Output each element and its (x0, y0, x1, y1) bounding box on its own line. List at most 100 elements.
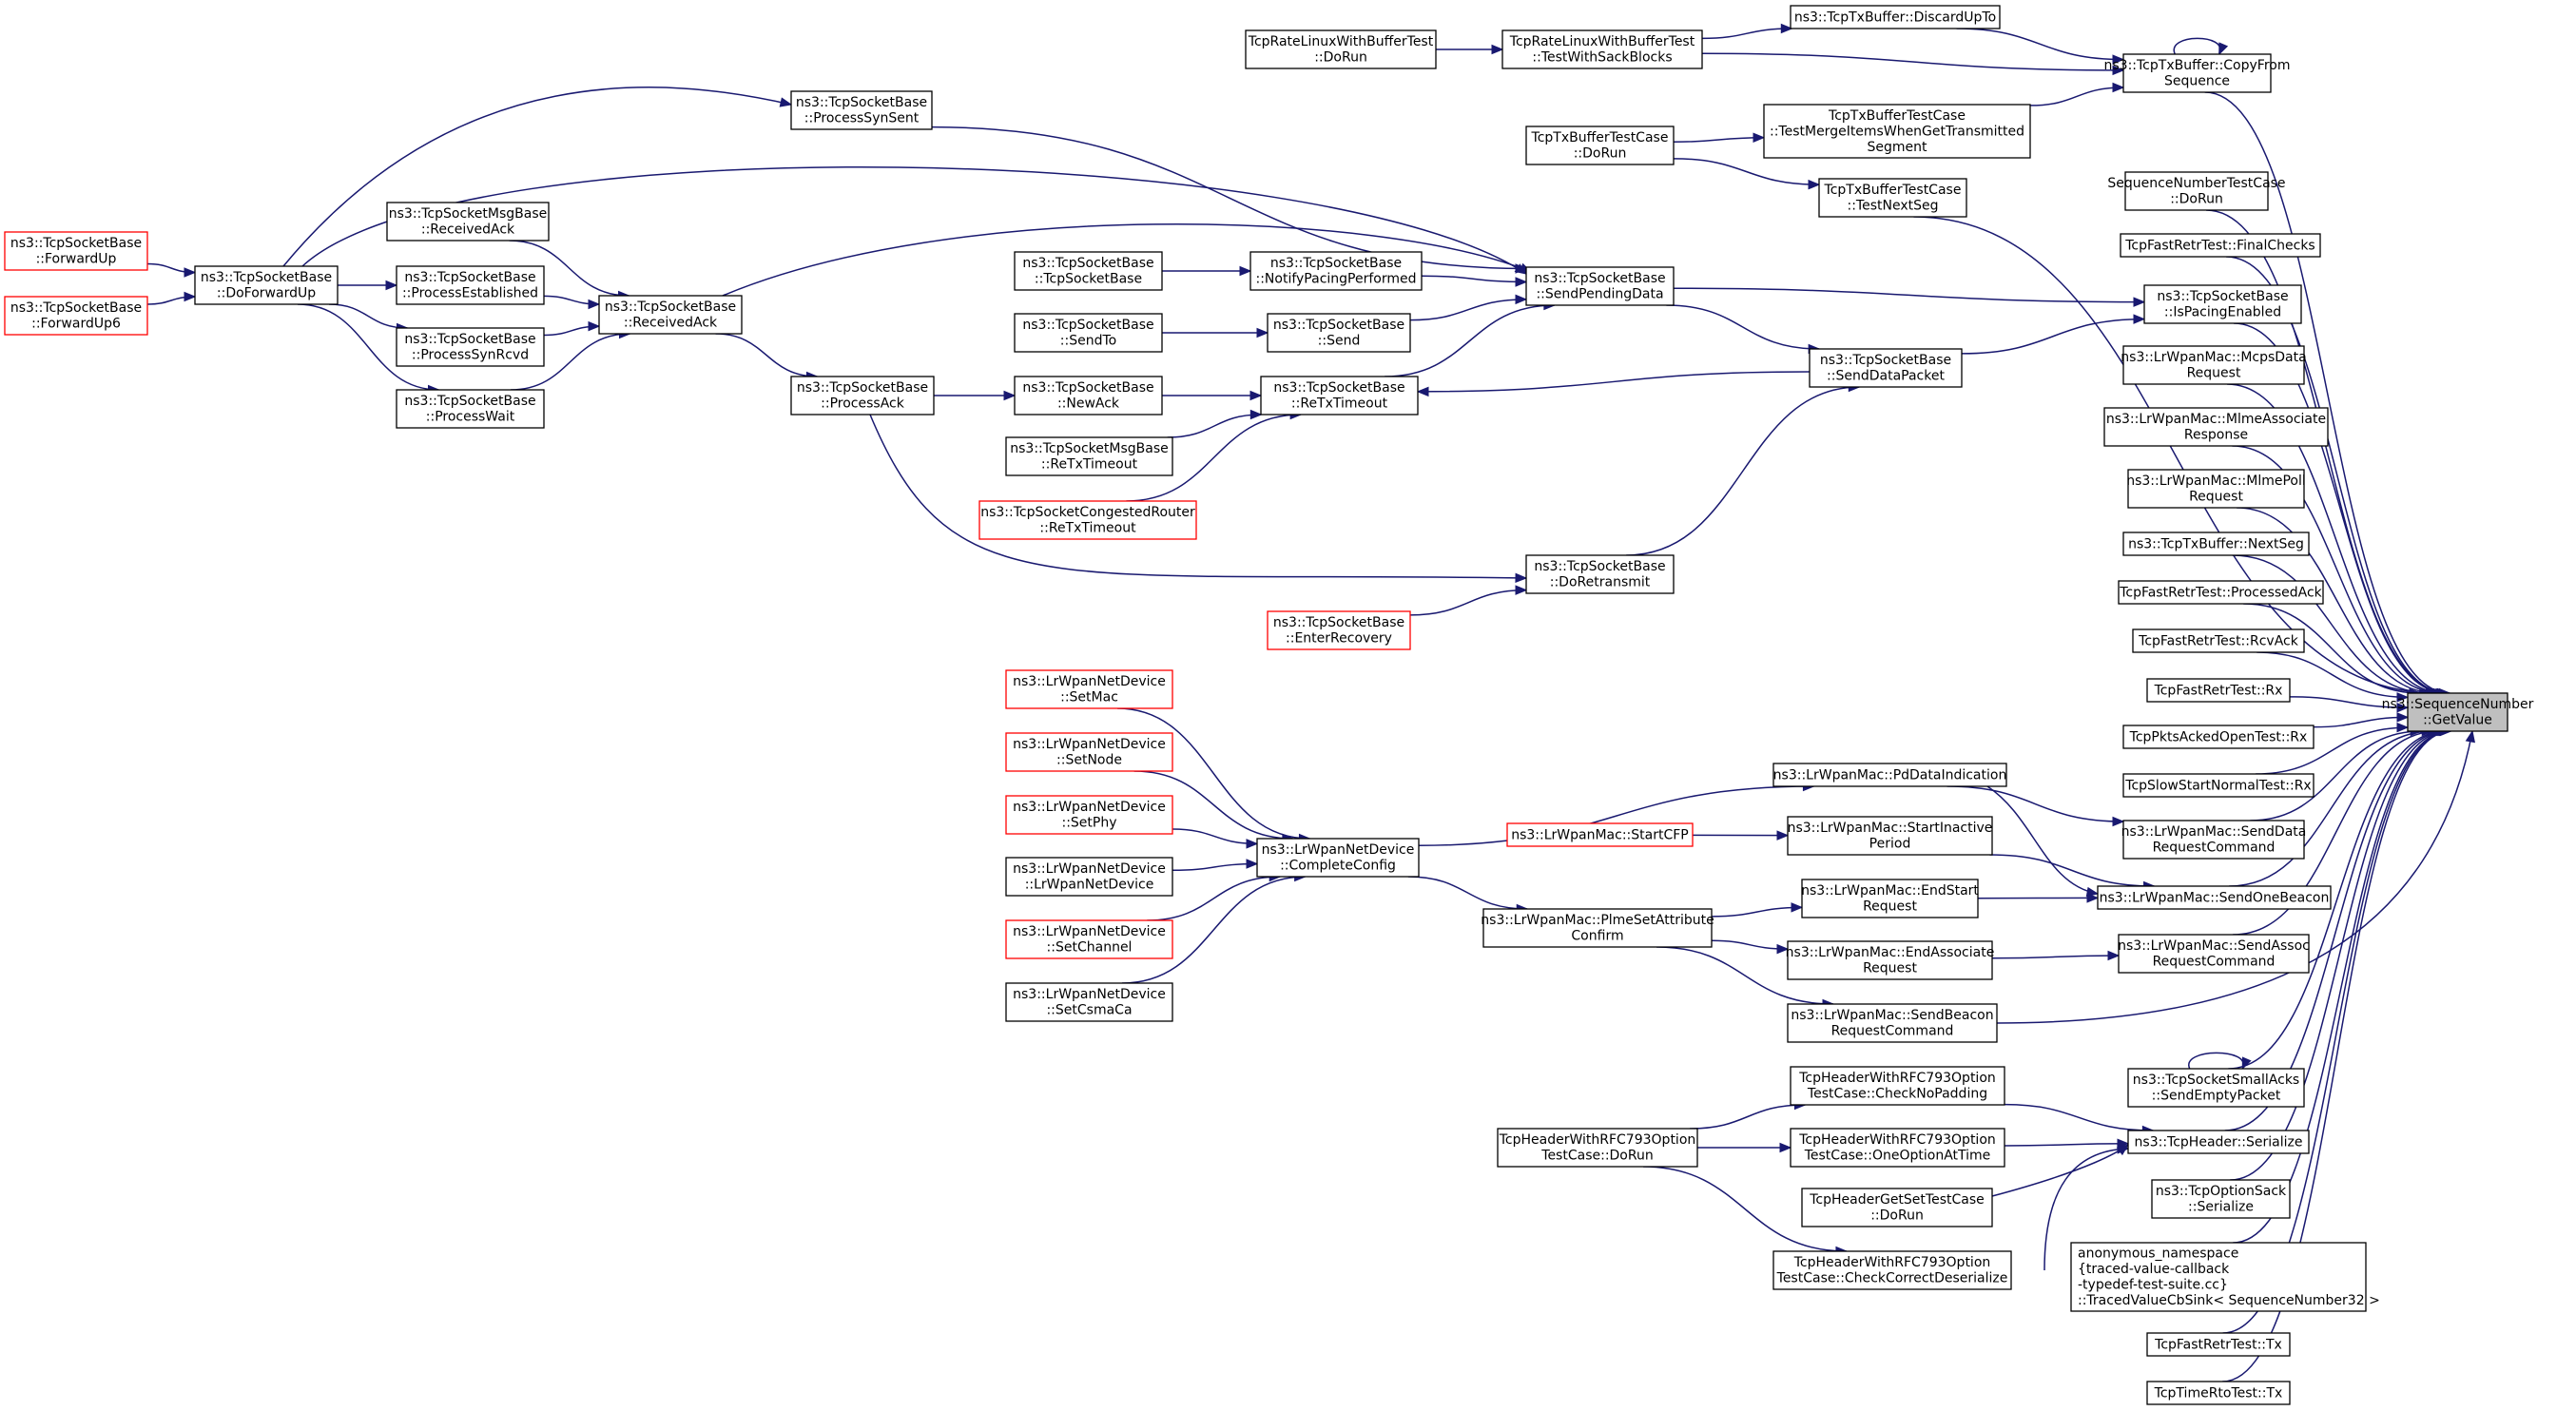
node-box (4, 231, 148, 271)
node-label-line: ::SendTo (1060, 334, 1116, 349)
node-seqnum_dorun[interactable]: SequenceNumberTestCase::DoRun (2107, 171, 2286, 211)
node-sendto[interactable]: ns3::TcpSocketBase::SendTo (1014, 313, 1163, 353)
node-processwait[interactable]: ns3::TcpSocketBase::ProcessWait (396, 389, 545, 429)
node-box (1014, 376, 1163, 416)
node-tcpoptsack_serialize[interactable]: ns3::TcpOptionSack::Serialize (2151, 1179, 2291, 1219)
node-setnode[interactable]: ns3::LrWpanNetDevice::SetNode (1005, 732, 1173, 772)
node-label-line: ns3::LrWpanMac::MlmePoll (2126, 474, 2306, 489)
node-timerto_tx[interactable]: TcpTimeRtoTest::Tx (2146, 1381, 2291, 1405)
edge-senddatapacket-to-ispacing (1961, 314, 2146, 355)
node-tcpheader_serialize[interactable]: ns3::TcpHeader::Serialize (2127, 1130, 2310, 1154)
node-headergetset_dorun[interactable]: TcpHeaderGetSetTestCase::DoRun (1801, 1188, 1993, 1227)
edge-seqnum_dorun-to-getvalue (2206, 209, 2450, 699)
node-sendemptypkt[interactable]: ns3::TcpSocketSmallAcks::SendEmptyPacket (2127, 1068, 2305, 1108)
node-getvalue[interactable]: ns3::SequenceNumber::GetValue (2382, 692, 2534, 732)
node-fastretr_tx[interactable]: TcpFastRetrTest::Tx (2146, 1332, 2291, 1357)
node-slowstart_rx[interactable]: TcpSlowStartNormalTest::Rx (2122, 773, 2315, 798)
node-setchannel[interactable]: ns3::LrWpanNetDevice::SetChannel (1005, 919, 1173, 959)
node-sendpendingdata[interactable]: ns3::TcpSocketBase::SendPendingData (1525, 266, 1675, 306)
node-congested_retx[interactable]: ns3::TcpSocketCongestedRouter::ReTxTimeo… (978, 500, 1197, 540)
node-msgbase_retx[interactable]: ns3::TcpSocketMsgBase::ReTxTimeout (1005, 436, 1173, 476)
edge-txb_dorun-to-txb_testnextseg (1673, 158, 1821, 190)
node-label-line: TcpHeaderWithRFC793Option (1798, 1132, 1996, 1148)
node-label-line: ns3::LrWpanMac::SendOneBeacon (2100, 890, 2330, 905)
node-receivedack[interactable]: ns3::TcpSocketBase::ReceivedAck (598, 295, 743, 335)
node-oneoptionattime[interactable]: TcpHeaderWithRFC793OptionTestCase::OneOp… (1790, 1128, 2005, 1168)
node-box (1267, 313, 1411, 353)
node-fastretr_processedack[interactable]: TcpFastRetrTest::ProcessedAck (2118, 580, 2324, 605)
node-label-line: ns3::TcpTxBuffer::CopyFrom (2104, 58, 2291, 73)
node-doforwardup[interactable]: ns3::TcpSocketBase::DoForwardUp (194, 265, 339, 305)
node-fastretr_rcvack[interactable]: TcpFastRetrTest::RcvAck (2132, 628, 2305, 653)
node-processsynrcvd[interactable]: ns3::TcpSocketBase::ProcessSynRcvd (396, 327, 545, 367)
node-anon_tracedvalue[interactable]: anonymous_namespace{traced-value-callbac… (2070, 1242, 2380, 1312)
node-box (2122, 725, 2315, 749)
node-forwardup[interactable]: ns3::TcpSocketBase::ForwardUp (4, 231, 148, 271)
node-rl_dorun[interactable]: TcpRateLinuxWithBufferTest::DoRun (1245, 29, 1437, 69)
node-discardupto[interactable]: ns3::TcpTxBuffer::DiscardUpTo (1790, 5, 2001, 29)
edge-msgbase_retx-to-retxtimeout (1167, 409, 1263, 438)
node-processsynsent[interactable]: ns3::TcpSocketBase::ProcessSynSent (790, 90, 933, 130)
node-txb_nextseg[interactable]: ns3::TcpTxBuffer::NextSeg (2122, 532, 2310, 556)
node-newack[interactable]: ns3::TcpSocketBase::NewAck (1014, 376, 1163, 416)
node-ispacing[interactable]: ns3::TcpSocketBase::IsPacingEnabled (2143, 284, 2302, 324)
node-txb_testmerge[interactable]: TcpTxBufferTestCase::TestMergeItemsWhenG… (1763, 104, 2031, 159)
node-setmac[interactable]: ns3::LrWpanNetDevice::SetMac (1005, 669, 1173, 709)
node-label-line: TcpTimeRtoTest::Tx (2154, 1385, 2283, 1401)
node-forwardup6[interactable]: ns3::TcpSocketBase::ForwardUp6 (4, 296, 148, 336)
node-label-line: ns3::LrWpanMac::McpsData (2121, 350, 2306, 365)
node-label-line: TcpSlowStartNormalTest::Rx (2124, 778, 2311, 793)
node-box (1801, 879, 1979, 918)
node-txb_dorun[interactable]: TcpTxBufferTestCase::DoRun (1525, 126, 1675, 165)
node-processestablished[interactable]: ns3::TcpSocketBase::ProcessEstablished (396, 265, 545, 305)
node-label-line: TcpHeaderGetSetTestCase (1809, 1192, 1985, 1208)
node-fastretr_final[interactable]: TcpFastRetrTest::FinalChecks (2120, 233, 2321, 258)
node-checknopadding[interactable]: TcpHeaderWithRFC793OptionTestCase::Check… (1790, 1066, 2005, 1106)
node-msgbase_receivedack[interactable]: ns3::TcpSocketMsgBase::ReceivedAck (386, 202, 550, 242)
node-senddatapacket[interactable]: ns3::TcpSocketBase::SendDataPacket (1809, 348, 1963, 388)
node-label-line: ::TracedValueCbSink< SequenceNumber32 > (2078, 1293, 2380, 1308)
node-label-line: ns3::TcpTxBuffer::NextSeg (2128, 536, 2304, 551)
node-label-line: anonymous_namespace (2078, 1247, 2238, 1262)
node-send[interactable]: ns3::TcpSocketBase::Send (1267, 313, 1411, 353)
edge-rl_testwithsack-to-discardupto (1701, 23, 1793, 40)
node-doretransmit[interactable]: ns3::TcpSocketBase::DoRetransmit (1525, 554, 1675, 594)
node-pktsacked_rx[interactable]: TcpPktsAckedOpenTest::Rx (2122, 725, 2315, 749)
node-notifypacing[interactable]: ns3::TcpSocketBase::NotifyPacingPerforme… (1249, 251, 1423, 291)
node-startcfp[interactable]: ns3::LrWpanMac::StartCFP (1506, 822, 1694, 847)
node-enterrecovery[interactable]: ns3::TcpSocketBase::EnterRecovery (1267, 610, 1411, 650)
node-box (1014, 251, 1163, 291)
node-checkcorrectdeser[interactable]: TcpHeaderWithRFC793OptionTestCase::Check… (1772, 1250, 2012, 1290)
node-setphy[interactable]: ns3::LrWpanNetDevice::SetPhy (1005, 795, 1173, 835)
node-setcsmaca[interactable]: ns3::LrWpanNetDevice::SetCsmaCa (1005, 982, 1173, 1022)
node-label-line: ns3::LrWpanNetDevice (1013, 674, 1166, 689)
node-lrctor[interactable]: ns3::LrWpanNetDevice::LrWpanNetDevice (1005, 857, 1173, 897)
node-txb_testnextseg[interactable]: TcpTxBufferTestCase::TestNextSeg (1818, 178, 1967, 218)
node-label-line: Request (1863, 961, 1917, 976)
node-retxtimeout[interactable]: ns3::TcpSocketBase::ReTxTimeout (1260, 376, 1419, 416)
node-box (790, 376, 935, 416)
node-processack[interactable]: ns3::TcpSocketBase::ProcessAck (790, 376, 935, 416)
node-ctor[interactable]: ns3::TcpSocketBase::TcpSocketBase (1014, 251, 1163, 291)
node-rl_testwithsack[interactable]: TcpRateLinuxWithBufferTest::TestWithSack… (1501, 29, 1703, 69)
node-completeconfig[interactable]: ns3::LrWpanNetDevice::CompleteConfig (1256, 838, 1420, 878)
node-pddataind[interactable]: ns3::LrWpanMac::PdDataIndication (1772, 763, 2007, 787)
node-box (2070, 1242, 2367, 1312)
edge-copyfrom-to-copyfrom (2173, 37, 2229, 56)
node-sendonebeacon[interactable]: ns3::LrWpanMac::SendOneBeacon (2097, 885, 2332, 910)
call-graph-nodes: ns3::SequenceNumber::GetValue ns3::TcpTxB… (4, 5, 2534, 1405)
node-box (1256, 838, 1420, 878)
node-fastretr_rx[interactable]: TcpFastRetrTest::Rx (2146, 678, 2291, 703)
